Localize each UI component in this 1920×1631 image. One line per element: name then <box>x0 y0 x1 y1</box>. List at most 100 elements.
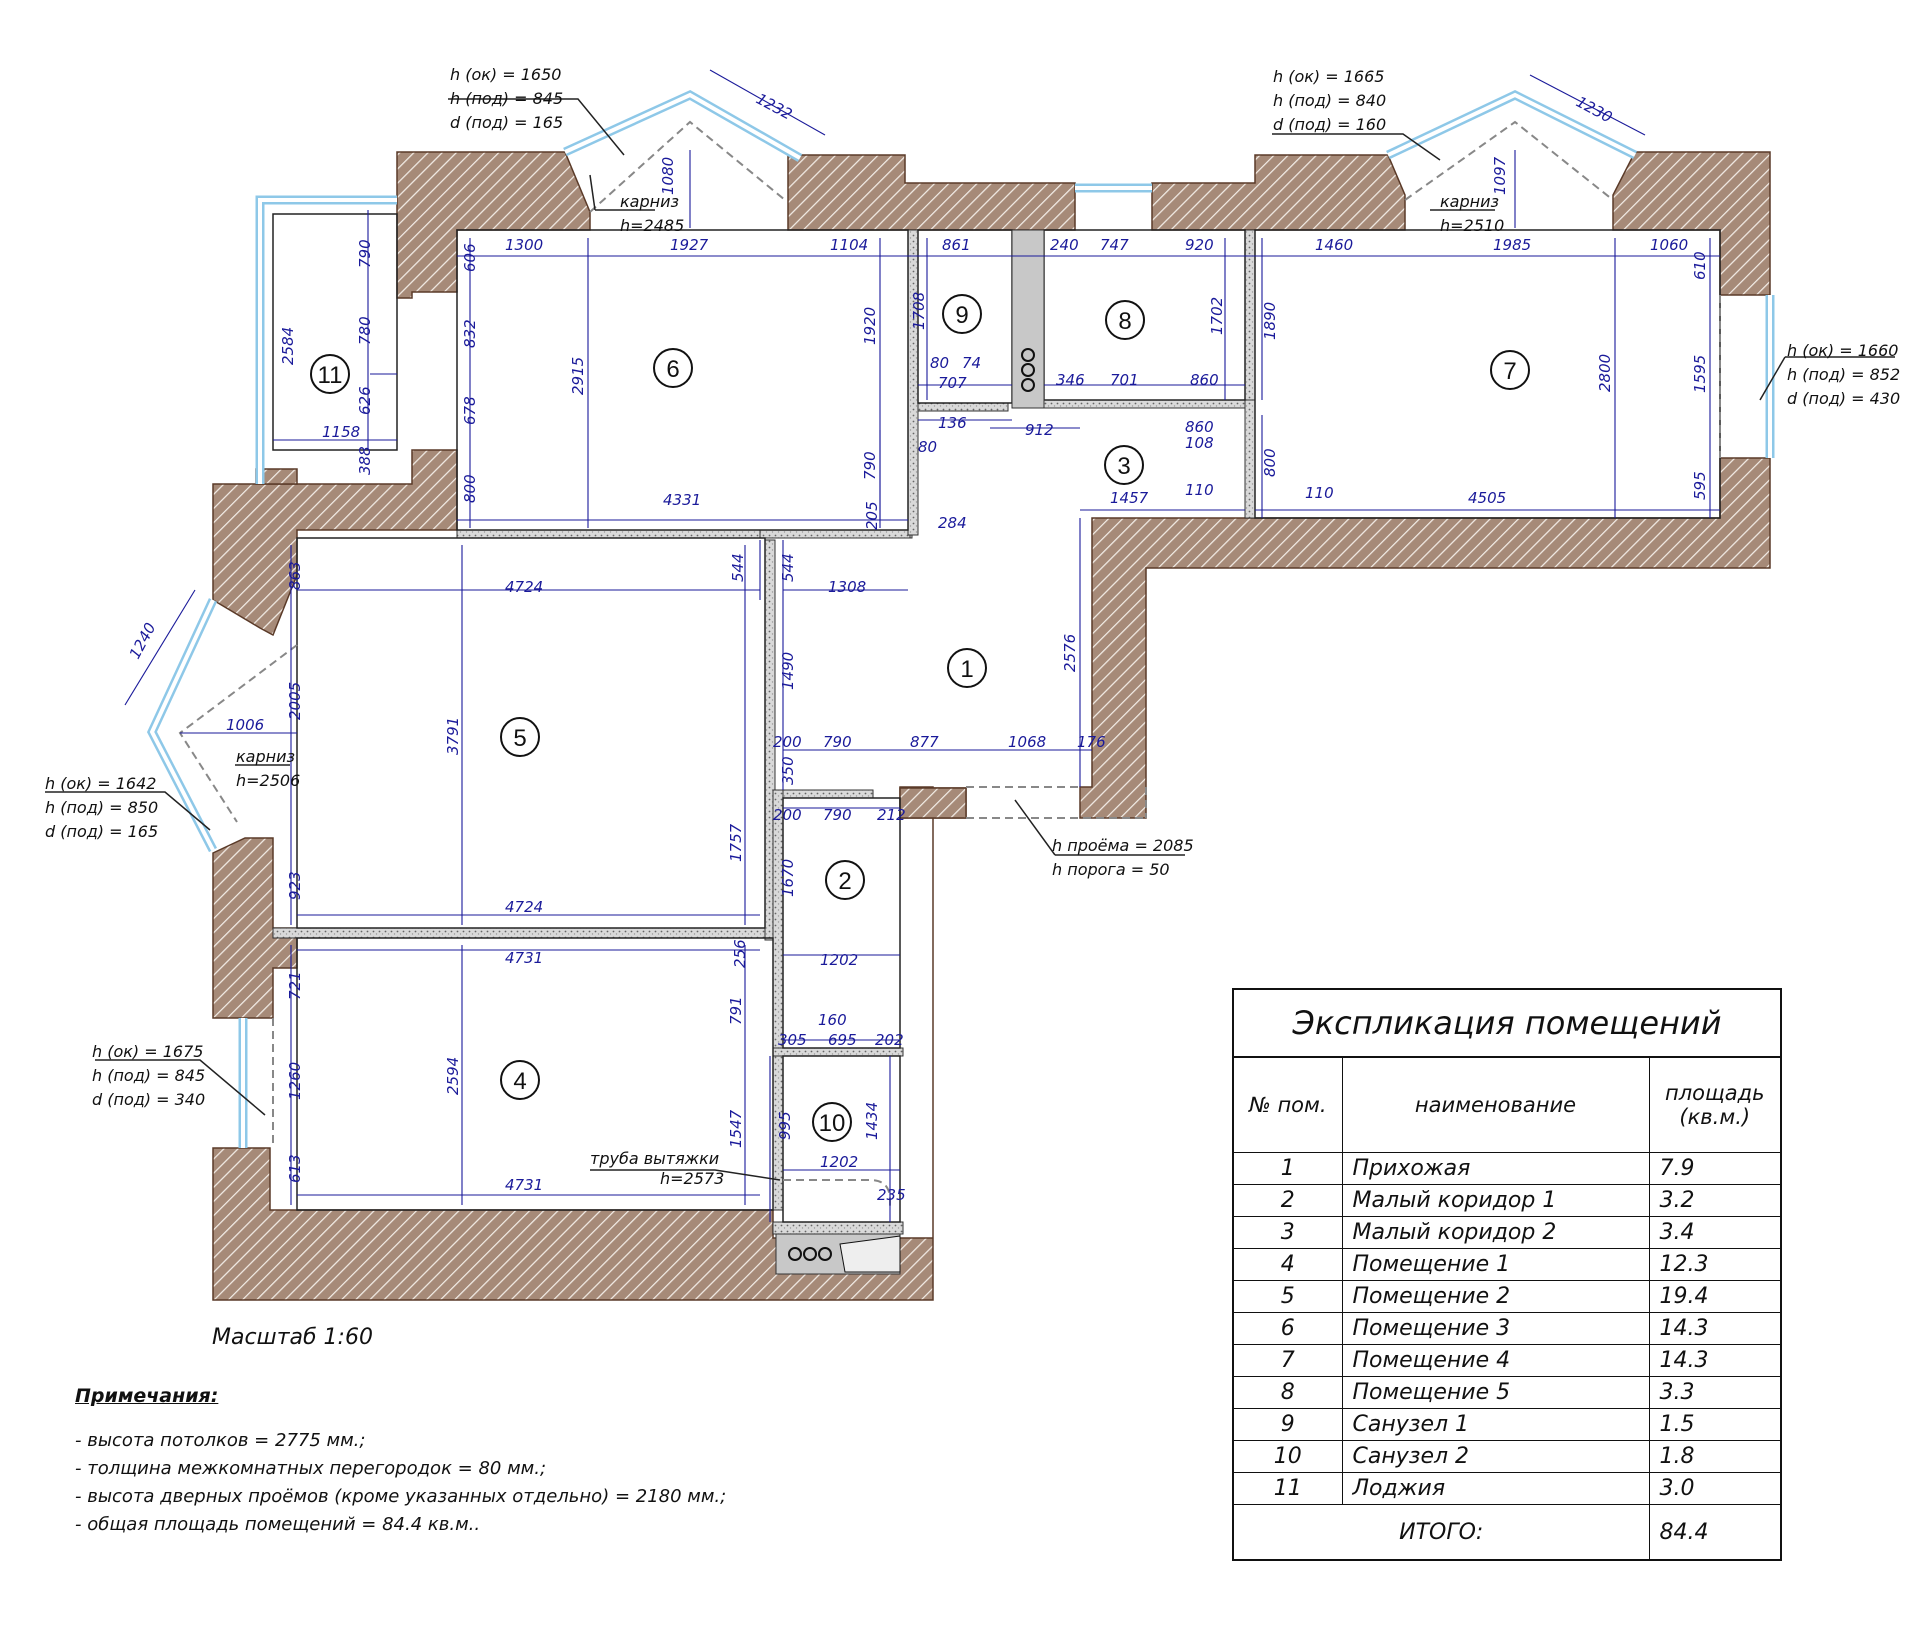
svg-text:7: 7 <box>1503 358 1516 385</box>
win5-line2: h (под) = 850 <box>45 798 158 817</box>
svg-text:2: 2 <box>838 868 851 895</box>
col-area-header: площадь (кв.м.) <box>1648 1058 1780 1153</box>
svg-text:346: 346 <box>1056 371 1085 389</box>
svg-text:305: 305 <box>778 1031 807 1049</box>
part-8-right <box>1244 229 1256 409</box>
pipe-label: труба вытяжки <box>590 1149 719 1168</box>
shaft-top <box>1011 229 1045 409</box>
room-number-1: 1 <box>947 648 987 688</box>
svg-text:80: 80 <box>930 354 949 372</box>
svg-text:1702: 1702 <box>1208 297 1226 335</box>
win4-line2: h (под) = 845 <box>92 1066 205 1085</box>
svg-text:1068: 1068 <box>1008 733 1046 751</box>
svg-text:2005: 2005 <box>286 682 304 720</box>
svg-text:860: 860 <box>1190 371 1219 389</box>
opening-threshold: h порога = 50 <box>1052 860 1170 879</box>
win6-line2: h (под) = 845 <box>450 89 563 108</box>
col-name-header: наименование <box>1341 1058 1650 1153</box>
windows <box>146 89 1775 1148</box>
ventilation-shafts <box>775 229 1045 1275</box>
svg-text:800: 800 <box>461 474 479 503</box>
svg-text:1: 1 <box>960 656 973 683</box>
win7-line3: d (под) = 160 <box>1273 115 1386 134</box>
svg-text:4731: 4731 <box>505 1176 543 1194</box>
wall-top-mid <box>787 154 1076 231</box>
svg-text:205: 205 <box>863 501 881 530</box>
part-6-5b <box>759 529 911 539</box>
win6-line1: h (ок) = 1650 <box>450 65 561 84</box>
svg-text:1260: 1260 <box>286 1062 304 1100</box>
svg-text:800: 800 <box>1261 448 1279 477</box>
room-number-4: 4 <box>500 1060 540 1100</box>
svg-text:1300: 1300 <box>505 236 543 254</box>
svg-text:10: 10 <box>819 1110 846 1137</box>
shaft-top-hole <box>1021 348 1035 362</box>
explication-title: Экспликация помещений <box>1234 990 1780 1058</box>
svg-text:5: 5 <box>513 725 526 752</box>
svg-text:791: 791 <box>727 996 745 1025</box>
win5-line1: h (ок) = 1642 <box>45 774 156 793</box>
svg-text:4: 4 <box>513 1068 526 1095</box>
svg-text:861: 861 <box>942 236 971 254</box>
win7-line2: h (под) = 840 <box>1273 91 1386 110</box>
svg-text:1060: 1060 <box>1650 236 1688 254</box>
note-item: - общая площадь помещений = 84.4 кв.м.. <box>75 1514 481 1535</box>
win7side-line2: h (под) = 852 <box>1787 365 1900 384</box>
room-numbers: 1 2 3 4 5 6 7 8 9 10 11 <box>310 294 1530 1142</box>
room2-outline <box>782 797 901 1049</box>
svg-text:863: 863 <box>286 561 304 590</box>
shaft-bottom-hole <box>788 1247 802 1261</box>
win4-line1: h (ок) = 1675 <box>92 1042 203 1061</box>
svg-text:606: 606 <box>461 243 479 272</box>
svg-text:160: 160 <box>818 1011 847 1029</box>
svg-text:2576: 2576 <box>1061 634 1079 672</box>
svg-text:2584: 2584 <box>279 327 297 365</box>
wall-right <box>1079 457 1771 819</box>
win7side-line1: h (ок) = 1660 <box>1787 341 1898 360</box>
total-value: 84.4 <box>1648 1504 1780 1559</box>
svg-text:923: 923 <box>286 871 304 900</box>
svg-text:1595: 1595 <box>1691 355 1709 393</box>
part-5-4 <box>272 927 774 939</box>
svg-text:544: 544 <box>779 553 797 582</box>
room-number-5: 5 <box>500 717 540 757</box>
svg-text:1460: 1460 <box>1315 236 1353 254</box>
part-2-left <box>772 789 784 1211</box>
karniz6-h: h=2485 <box>620 216 684 235</box>
svg-text:212: 212 <box>877 806 906 824</box>
svg-text:284: 284 <box>938 514 967 532</box>
svg-text:202: 202 <box>875 1031 904 1049</box>
part-2-10 <box>772 1047 904 1057</box>
svg-text:626: 626 <box>356 386 374 415</box>
svg-text:1240: 1240 <box>126 620 160 662</box>
room-number-2: 2 <box>825 860 865 900</box>
room4-outline <box>296 937 774 1211</box>
karniz5-label: карниз <box>236 747 295 766</box>
svg-text:1230: 1230 <box>1573 93 1615 127</box>
svg-text:200: 200 <box>773 733 802 751</box>
opening-h: h проёма = 2085 <box>1052 836 1194 855</box>
note-item: - толщина межкомнатных перегородок = 80 … <box>75 1458 547 1479</box>
svg-text:8: 8 <box>1118 308 1131 335</box>
karniz6-label: карниз <box>620 192 679 211</box>
svg-text:860: 860 <box>1185 418 1214 436</box>
leader-lines <box>45 98 1895 1181</box>
svg-text:595: 595 <box>1691 471 1709 500</box>
win7side-line3: d (под) = 430 <box>1787 389 1900 408</box>
svg-text:2594: 2594 <box>444 1057 462 1095</box>
svg-text:613: 613 <box>286 1154 304 1183</box>
svg-text:1202: 1202 <box>820 1153 858 1171</box>
svg-text:1985: 1985 <box>1493 236 1531 254</box>
svg-text:1547: 1547 <box>727 1109 745 1148</box>
svg-text:790: 790 <box>356 239 374 268</box>
wall-top-left <box>396 151 591 299</box>
svg-text:1080: 1080 <box>659 157 677 195</box>
dimension-lines <box>124 69 1720 1222</box>
svg-text:108: 108 <box>1185 434 1214 452</box>
room-number-10: 10 <box>812 1102 852 1142</box>
room-number-7: 7 <box>1490 350 1530 390</box>
svg-text:1490: 1490 <box>779 652 797 690</box>
part-3-7 <box>1244 399 1256 519</box>
